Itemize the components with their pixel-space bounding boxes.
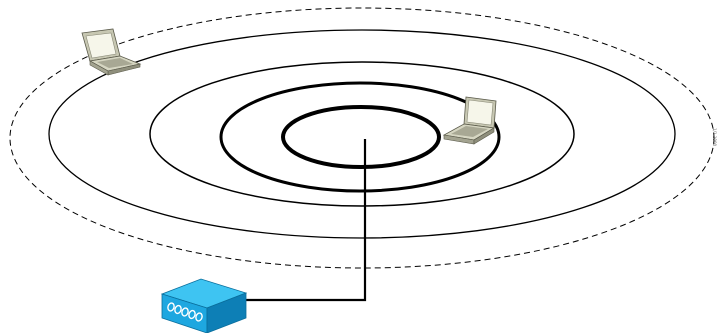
coverage-zone-outer-dashed <box>9 7 715 269</box>
laptop-icon <box>81 28 142 76</box>
figure-id-label: 1/1-1000 <box>712 128 717 147</box>
antenna-cable <box>242 139 367 302</box>
coverage-zone-ring-4 <box>48 29 676 239</box>
access-point-icon <box>160 278 248 333</box>
coverage-zone-ring-2 <box>219 81 501 193</box>
coverage-zone-ring-1 <box>281 105 441 169</box>
coverage-zone-ring-3 <box>149 61 575 207</box>
coverage-zones <box>9 7 715 269</box>
laptop-icon <box>442 96 497 145</box>
port-indicators <box>167 302 203 322</box>
